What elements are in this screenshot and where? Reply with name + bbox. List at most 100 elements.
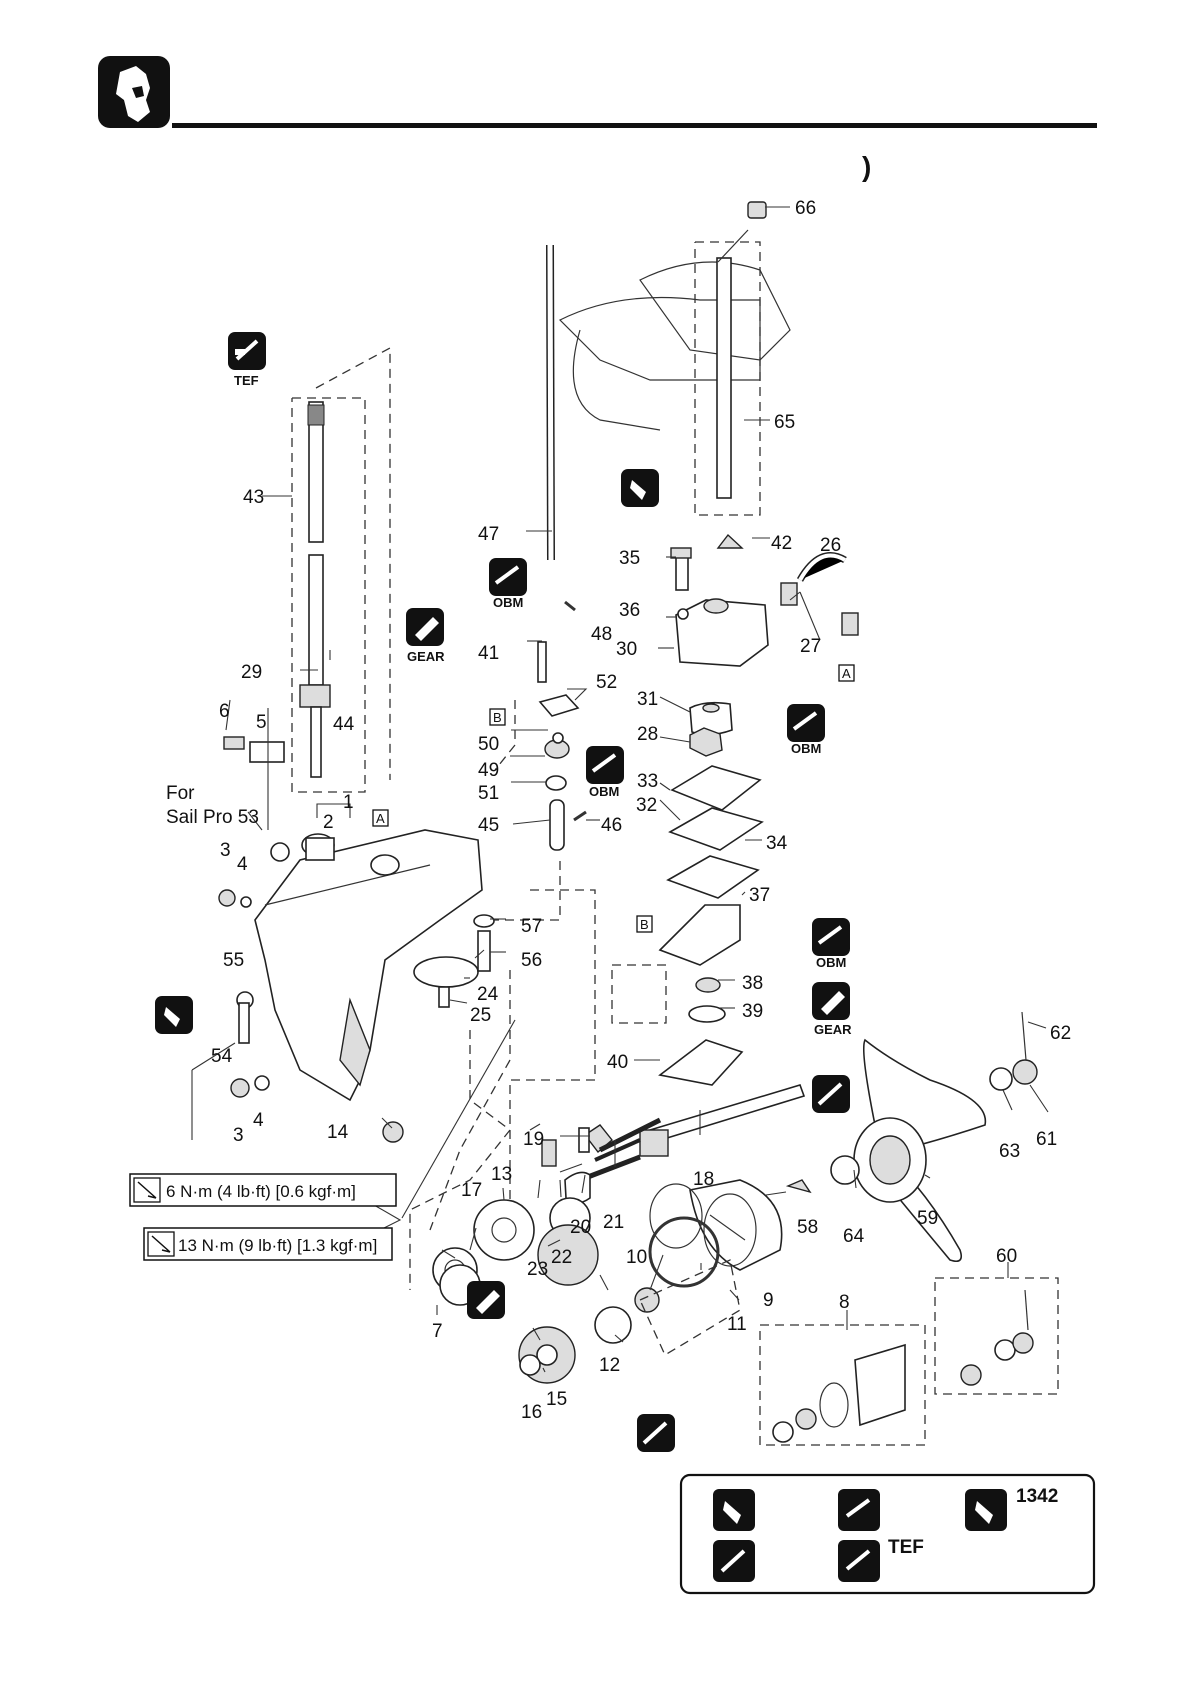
callout-33: 33 bbox=[637, 771, 658, 792]
callout-37: 37 bbox=[749, 885, 770, 906]
obm-icon-caption-1: OBM bbox=[493, 595, 523, 610]
callout-8: 8 bbox=[839, 1292, 850, 1313]
callout-41: 41 bbox=[478, 643, 499, 664]
sealant-icon bbox=[155, 996, 193, 1034]
callout-38: 38 bbox=[742, 973, 763, 994]
callout-34: 34 bbox=[766, 833, 788, 854]
obm-icon-caption-4: OBM bbox=[816, 955, 846, 970]
water-pump bbox=[658, 547, 769, 1086]
torque-wrench-icon bbox=[137, 1181, 157, 1199]
svg-text:A: A bbox=[842, 666, 851, 681]
tef-grease-icon bbox=[228, 332, 266, 370]
callout-10: 10 bbox=[626, 1247, 647, 1268]
callout-55: 55 bbox=[223, 950, 244, 971]
obm-icon-caption-2: OBM bbox=[589, 784, 619, 799]
forward-gear bbox=[473, 1199, 535, 1261]
callout-1: 1 bbox=[343, 792, 354, 813]
drive-shaft bbox=[299, 401, 331, 778]
callout-39: 39 bbox=[742, 1001, 763, 1022]
callout-16: 16 bbox=[521, 1402, 542, 1423]
callout-2: 2 bbox=[323, 812, 334, 833]
obm-grease-icon bbox=[586, 746, 624, 784]
gear-oil-icon bbox=[406, 608, 444, 646]
callout-25: 25 bbox=[470, 1005, 491, 1026]
kit-box-60 bbox=[934, 1277, 1059, 1395]
upper-housing bbox=[558, 261, 791, 431]
callout-15: 15 bbox=[546, 1389, 567, 1410]
callout-5: 5 bbox=[256, 712, 267, 733]
marker-b-1: B bbox=[489, 708, 506, 726]
callout-65: 65 bbox=[774, 412, 795, 433]
callout-45: 45 bbox=[478, 815, 499, 836]
torque-13nm-text: 13 N·m (9 lb·ft) [1.3 kgf·m] bbox=[178, 1236, 377, 1255]
callout-7: 7 bbox=[432, 1321, 443, 1342]
svg-text:B: B bbox=[493, 710, 502, 725]
callout-labels: 1 2 3 3 4 4 5 6 7 8 9 10 11 12 13 14 15 … bbox=[211, 198, 1071, 1423]
callout-43: 43 bbox=[243, 487, 264, 508]
callout-3b: 3 bbox=[233, 1125, 244, 1146]
callout-48: 48 bbox=[591, 624, 612, 645]
marker-b-2: B bbox=[636, 915, 653, 933]
callout-24: 24 bbox=[477, 984, 499, 1005]
leader-lines bbox=[191, 206, 1049, 1373]
water-grease-icon bbox=[637, 1414, 675, 1452]
callout-61: 61 bbox=[1036, 1129, 1057, 1150]
legend-water-grease-icon bbox=[713, 1540, 755, 1582]
callout-22: 22 bbox=[551, 1247, 572, 1268]
callout-63: 63 bbox=[999, 1141, 1020, 1162]
callout-44: 44 bbox=[333, 714, 355, 735]
kit-box-8 bbox=[759, 1324, 926, 1446]
gear-icon-caption: GEAR bbox=[407, 649, 445, 664]
callout-30: 30 bbox=[616, 639, 637, 660]
callout-59: 59 bbox=[917, 1208, 938, 1229]
marker-a-1: A bbox=[372, 809, 389, 827]
callout-64: 64 bbox=[843, 1226, 865, 1247]
callout-27: 27 bbox=[800, 636, 821, 657]
callout-26: 26 bbox=[820, 535, 841, 556]
callout-66: 66 bbox=[795, 198, 816, 219]
callout-6: 6 bbox=[219, 701, 230, 722]
tef-icon-caption: TEF bbox=[234, 373, 259, 388]
callout-28: 28 bbox=[637, 724, 658, 745]
legend-box: 1342 TEF bbox=[679, 1473, 1096, 1595]
header-rule bbox=[172, 123, 1097, 128]
callout-47: 47 bbox=[478, 524, 499, 545]
callout-3a: 3 bbox=[220, 840, 231, 861]
shift-rod bbox=[537, 244, 580, 851]
legend-obm-grease-icon bbox=[838, 1489, 880, 1531]
torque-box-13nm: 13 N·m (9 lb·ft) [1.3 kgf·m] bbox=[143, 1227, 393, 1261]
callout-4a: 4 bbox=[237, 854, 248, 875]
note-for: For bbox=[166, 783, 195, 804]
svg-text:A: A bbox=[376, 811, 385, 826]
callout-32: 32 bbox=[636, 795, 657, 816]
callout-56: 56 bbox=[521, 950, 542, 971]
callout-18: 18 bbox=[693, 1169, 714, 1190]
header-paren: ) bbox=[862, 151, 871, 182]
callout-46: 46 bbox=[601, 815, 622, 836]
callout-11: 11 bbox=[727, 1314, 747, 1335]
legend-tef-grease-icon bbox=[838, 1540, 880, 1582]
callout-14: 14 bbox=[327, 1122, 349, 1143]
callout-36: 36 bbox=[619, 600, 640, 621]
callout-23: 23 bbox=[527, 1259, 548, 1280]
callout-31: 31 bbox=[637, 689, 658, 710]
callout-62: 62 bbox=[1050, 1023, 1071, 1044]
gear-oil-icon bbox=[812, 982, 850, 1020]
sealant-icon bbox=[621, 469, 659, 507]
callout-20: 20 bbox=[570, 1217, 591, 1238]
propeller bbox=[853, 1038, 987, 1263]
obm-grease-icon bbox=[787, 704, 825, 742]
legend-sealant-icon bbox=[713, 1489, 755, 1531]
callout-51: 51 bbox=[478, 783, 499, 804]
callout-42: 42 bbox=[771, 533, 792, 554]
callout-17: 17 bbox=[461, 1180, 482, 1201]
callout-54: 54 bbox=[211, 1046, 233, 1067]
callout-19: 19 bbox=[523, 1129, 544, 1150]
note-sail-pro: Sail Pro 53 bbox=[166, 807, 259, 828]
callout-9: 9 bbox=[763, 1290, 774, 1311]
callout-52: 52 bbox=[596, 672, 617, 693]
callout-49: 49 bbox=[478, 760, 499, 781]
legend-code: 1342 bbox=[1016, 1486, 1058, 1507]
callout-35: 35 bbox=[619, 548, 640, 569]
